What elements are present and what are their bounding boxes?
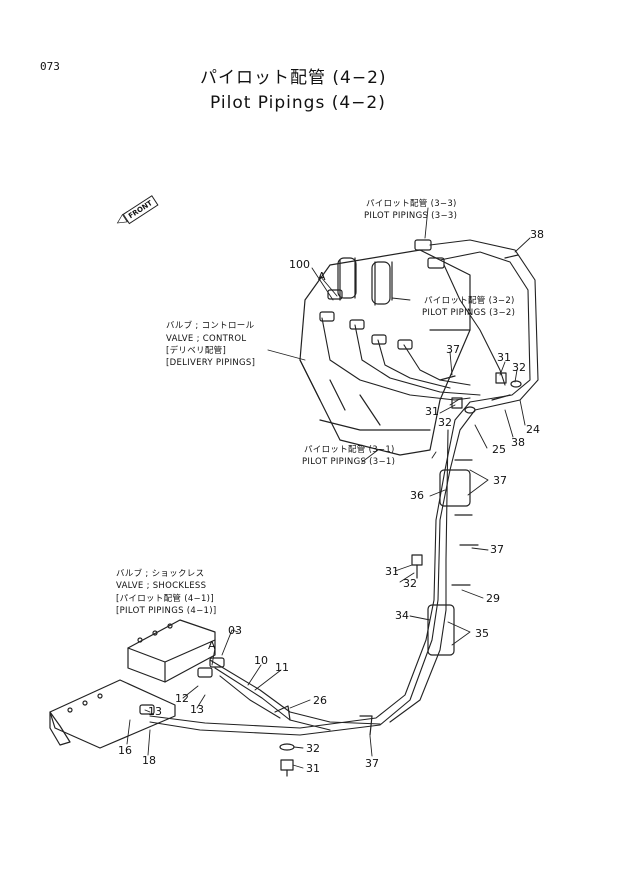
part-number-31-d: 31 (306, 762, 320, 775)
leader-lines (126, 207, 531, 769)
callout-pilot-pipings-3-2-jp: パイロット配管 (3−2) (424, 296, 515, 306)
part-number-38-b: 38 (511, 436, 525, 449)
page-number: 073 (40, 60, 60, 73)
part-number-03: 03 (228, 624, 242, 637)
callout-delivery-pipings: [DELIVERY PIPINGS] (166, 358, 256, 368)
part-number-25: 25 (492, 443, 506, 456)
part-number-26: 26 (313, 694, 327, 707)
callout-delivery-pipings-jp: [デリベリ配管] (166, 346, 227, 356)
bolts-and-washers (279, 372, 522, 777)
callout-pilot-pipings-3-1: PILOT PIPINGS (3−1) (302, 457, 396, 467)
part-number-37-a: 37 (446, 343, 460, 356)
control-valve-body (299, 249, 471, 456)
part-number-24: 24 (526, 423, 540, 436)
part-number-31-b: 31 (425, 405, 439, 418)
part-number-38-top: 38 (530, 228, 544, 241)
callout-control-valve-jp: バルブ ; コントロール (166, 321, 255, 331)
callout-pilot-pipings-4-1: [PILOT PIPINGS (4−1)] (116, 606, 217, 616)
part-number-10: 10 (254, 654, 268, 667)
shockless-valve-and-bracket (49, 619, 225, 749)
part-number-37-c: 37 (490, 543, 504, 556)
part-number-16: 16 (118, 744, 132, 757)
callout-pilot-pipings-4-1-jp: [パイロット配管 (4−1)] (116, 594, 214, 604)
part-number-32-d: 32 (306, 742, 320, 755)
part-number-32-b: 32 (438, 416, 452, 429)
part-number-31-a: 31 (497, 351, 511, 364)
part-number-34: 34 (395, 609, 409, 622)
part-number-35: 35 (475, 627, 489, 640)
callout-pilot-pipings-3-3: PILOT PIPINGS (3−3) (364, 211, 458, 221)
part-number-18: 18 (142, 754, 156, 767)
part-number-11: 11 (275, 661, 289, 674)
pipe-clamps (274, 254, 519, 736)
part-number-29: 29 (486, 592, 500, 605)
part-number-A-bottom: A (208, 639, 216, 652)
page-title: Pilot Pipings (4−2) (210, 93, 386, 113)
part-number-37-d: 37 (365, 757, 379, 770)
callout-shockless-valve: VALVE ; SHOCKLESS (116, 581, 207, 591)
part-number-32-a: 32 (512, 361, 526, 374)
part-number-37-b: 37 (493, 474, 507, 487)
pilot-pipings-4-1-text: PILOT PIPINGS (4−1) (119, 606, 213, 616)
pilot-pipings-4-1-jp-text: パイロット配管 (4−1) (119, 594, 211, 604)
part-number-100: 100 (289, 258, 310, 271)
delivery-pipings-text: DELIVERY PIPINGS (169, 358, 252, 368)
part-number-13-b: 13 (148, 705, 162, 718)
part-number-A-top: A (318, 270, 326, 283)
callout-control-valve: VALVE ; CONTROL (166, 334, 247, 344)
part-number-31-c: 31 (385, 565, 399, 578)
callout-pilot-pipings-3-1-jp: パイロット配管 (3−1) (304, 445, 395, 455)
part-number-12: 12 (175, 692, 189, 705)
callout-pilot-pipings-3-3-jp: パイロット配管 (3−3) (366, 199, 457, 209)
part-number-36: 36 (410, 489, 424, 502)
part-number-32-c: 32 (403, 577, 417, 590)
delivery-pipings-jp-text: デリベリ配管 (169, 346, 223, 356)
page-title-japanese: パイロット配管 (4−2) (200, 68, 387, 88)
callout-pilot-pipings-3-2: PILOT PIPINGS (3−2) (422, 308, 516, 318)
part-number-13-a: 13 (190, 703, 204, 716)
callout-shockless-valve-jp: バルブ ; ショックレス (116, 569, 205, 579)
